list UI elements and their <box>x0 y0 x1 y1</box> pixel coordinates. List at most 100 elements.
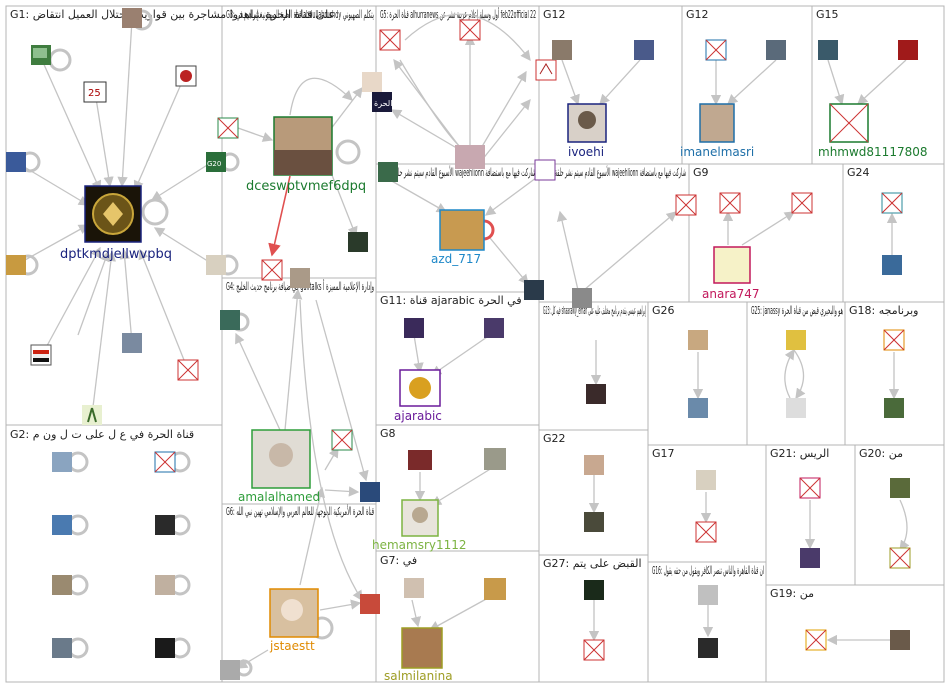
node-avatar-g7[interactable] <box>484 578 506 600</box>
node-avatar-g3[interactable] <box>362 72 382 92</box>
node-avatar-g2[interactable] <box>52 452 72 472</box>
edge <box>728 60 776 104</box>
node-avatar-g22[interactable] <box>584 455 604 475</box>
node-avatar-g10[interactable] <box>572 288 592 308</box>
node-avatar-g24[interactable] <box>882 193 902 213</box>
node-avatar-g18[interactable] <box>884 398 904 418</box>
node-avatar-g9[interactable] <box>720 193 740 213</box>
node-avatar-g3[interactable] <box>218 118 238 138</box>
node-avatar-g11[interactable] <box>484 318 504 338</box>
node-avatar-mhmwd81117808[interactable] <box>830 104 868 142</box>
node-avatar-g14[interactable] <box>378 162 398 182</box>
edge <box>600 60 640 104</box>
node-avatar-g14[interactable] <box>535 160 555 180</box>
node-avatar-g1[interactable] <box>176 66 196 86</box>
node-avatar-g1[interactable] <box>6 255 26 275</box>
node-avatar-g20[interactable] <box>890 548 910 568</box>
node-avatar-g18[interactable] <box>884 330 904 350</box>
edge <box>432 468 492 505</box>
node-avatar-g27[interactable] <box>584 640 604 660</box>
node-avatar-g1[interactable] <box>6 152 26 172</box>
node-avatar-g11[interactable] <box>404 318 424 338</box>
node-avatar-g21[interactable] <box>800 548 820 568</box>
node-avatar-g23[interactable] <box>586 384 606 404</box>
node-avatar-g15[interactable] <box>818 40 838 60</box>
node-avatar-g12[interactable] <box>766 40 786 60</box>
node-avatar-dptkmdjellwvpbq[interactable] <box>85 186 141 242</box>
node-avatar-g12[interactable] <box>706 40 726 60</box>
node-avatar-g5[interactable] <box>460 20 480 40</box>
node-avatar-g1[interactable] <box>206 255 226 275</box>
node-avatar-g1[interactable] <box>82 405 102 425</box>
node-avatar-amalalhamed[interactable] <box>252 430 310 488</box>
node-avatar-g2[interactable] <box>155 575 175 595</box>
group-box-g13 <box>539 6 682 164</box>
edge <box>400 60 470 151</box>
node-avatar-g24[interactable] <box>882 255 902 275</box>
node-avatar-g4[interactable] <box>360 482 380 502</box>
node-avatar-g3[interactable]: الحرة <box>372 92 392 112</box>
node-avatar-g25[interactable] <box>786 398 806 418</box>
node-avatar-g1[interactable] <box>31 345 51 365</box>
node-avatar-g5[interactable] <box>455 145 485 169</box>
node-avatar-g26[interactable] <box>688 398 708 418</box>
node-avatar-g1[interactable] <box>122 333 142 353</box>
node-avatar-g4[interactable] <box>290 268 310 288</box>
group-box-g16 <box>648 562 766 682</box>
node-avatar-g19[interactable] <box>890 630 910 650</box>
node-label-imanelmasri: imanelmasri <box>680 145 754 159</box>
node-avatar-g13[interactable] <box>552 40 572 60</box>
node-label-mhmwd81117808: mhmwd81117808 <box>818 145 928 159</box>
node-avatar-g2[interactable] <box>52 575 72 595</box>
node-avatar-g1[interactable]: G20 <box>206 152 226 172</box>
node-avatar-g1[interactable]: 25 <box>84 82 106 102</box>
node-avatar-g2[interactable] <box>155 452 175 472</box>
node-avatar-ajarabic[interactable] <box>400 370 440 406</box>
node-avatar-imanelmasri[interactable] <box>700 104 734 142</box>
node-avatar-g2[interactable] <box>52 638 72 658</box>
node-avatar-g2[interactable] <box>52 515 72 535</box>
node-avatar-g21[interactable] <box>800 478 820 498</box>
node-avatar-g4[interactable] <box>332 430 352 450</box>
node-avatar-g26[interactable] <box>688 330 708 350</box>
node-avatar-g27[interactable] <box>584 580 604 600</box>
edge <box>135 75 185 190</box>
node-avatar-g5[interactable] <box>380 30 400 50</box>
node-avatar-g16[interactable] <box>698 585 718 605</box>
node-avatar-g16[interactable] <box>698 638 718 658</box>
node-avatar-g2[interactable] <box>155 515 175 535</box>
node-avatar-g8[interactable] <box>408 450 432 470</box>
node-avatar-g25[interactable] <box>786 330 806 350</box>
node-avatar-g13[interactable] <box>634 40 654 60</box>
node-avatar-g6[interactable] <box>360 594 380 614</box>
node-avatar-g15[interactable] <box>898 40 918 60</box>
node-avatar-salmilanina[interactable] <box>402 628 442 668</box>
node-avatar-g17[interactable] <box>696 522 716 542</box>
node-avatar-g5[interactable] <box>536 60 556 80</box>
edge <box>152 162 212 200</box>
node-avatar-g7[interactable] <box>404 578 424 598</box>
node-avatar-g1[interactable] <box>122 8 142 28</box>
node-avatar-g17[interactable] <box>696 470 716 490</box>
node-avatar-g8[interactable] <box>484 448 506 470</box>
node-avatar-g1[interactable] <box>31 45 51 65</box>
node-avatar-jstaestt[interactable] <box>270 589 318 637</box>
node-avatar-azd_717[interactable] <box>440 210 484 250</box>
node-avatar-g6[interactable] <box>220 660 240 680</box>
node-avatar-g4[interactable] <box>262 260 282 280</box>
node-avatar-g19[interactable] <box>806 630 826 650</box>
node-avatar-g14[interactable] <box>524 280 544 300</box>
node-avatar-g4[interactable] <box>220 310 240 330</box>
node-avatar-dceswptvmef6dpq[interactable] <box>274 117 332 175</box>
node-avatar-g10[interactable] <box>676 195 696 215</box>
node-avatar-g2[interactable] <box>155 638 175 658</box>
node-avatar-g9[interactable] <box>792 193 812 213</box>
node-avatar-anara747[interactable] <box>714 247 750 283</box>
node-avatar-g22[interactable] <box>584 512 604 532</box>
node-avatar-g1[interactable] <box>178 360 198 380</box>
node-avatar-hemamsry1112[interactable] <box>402 500 438 536</box>
node-avatar-g3[interactable] <box>348 232 368 252</box>
node-avatar-g20[interactable] <box>890 478 910 498</box>
edge <box>285 290 298 430</box>
node-avatar-ivoehi[interactable] <box>568 104 606 142</box>
